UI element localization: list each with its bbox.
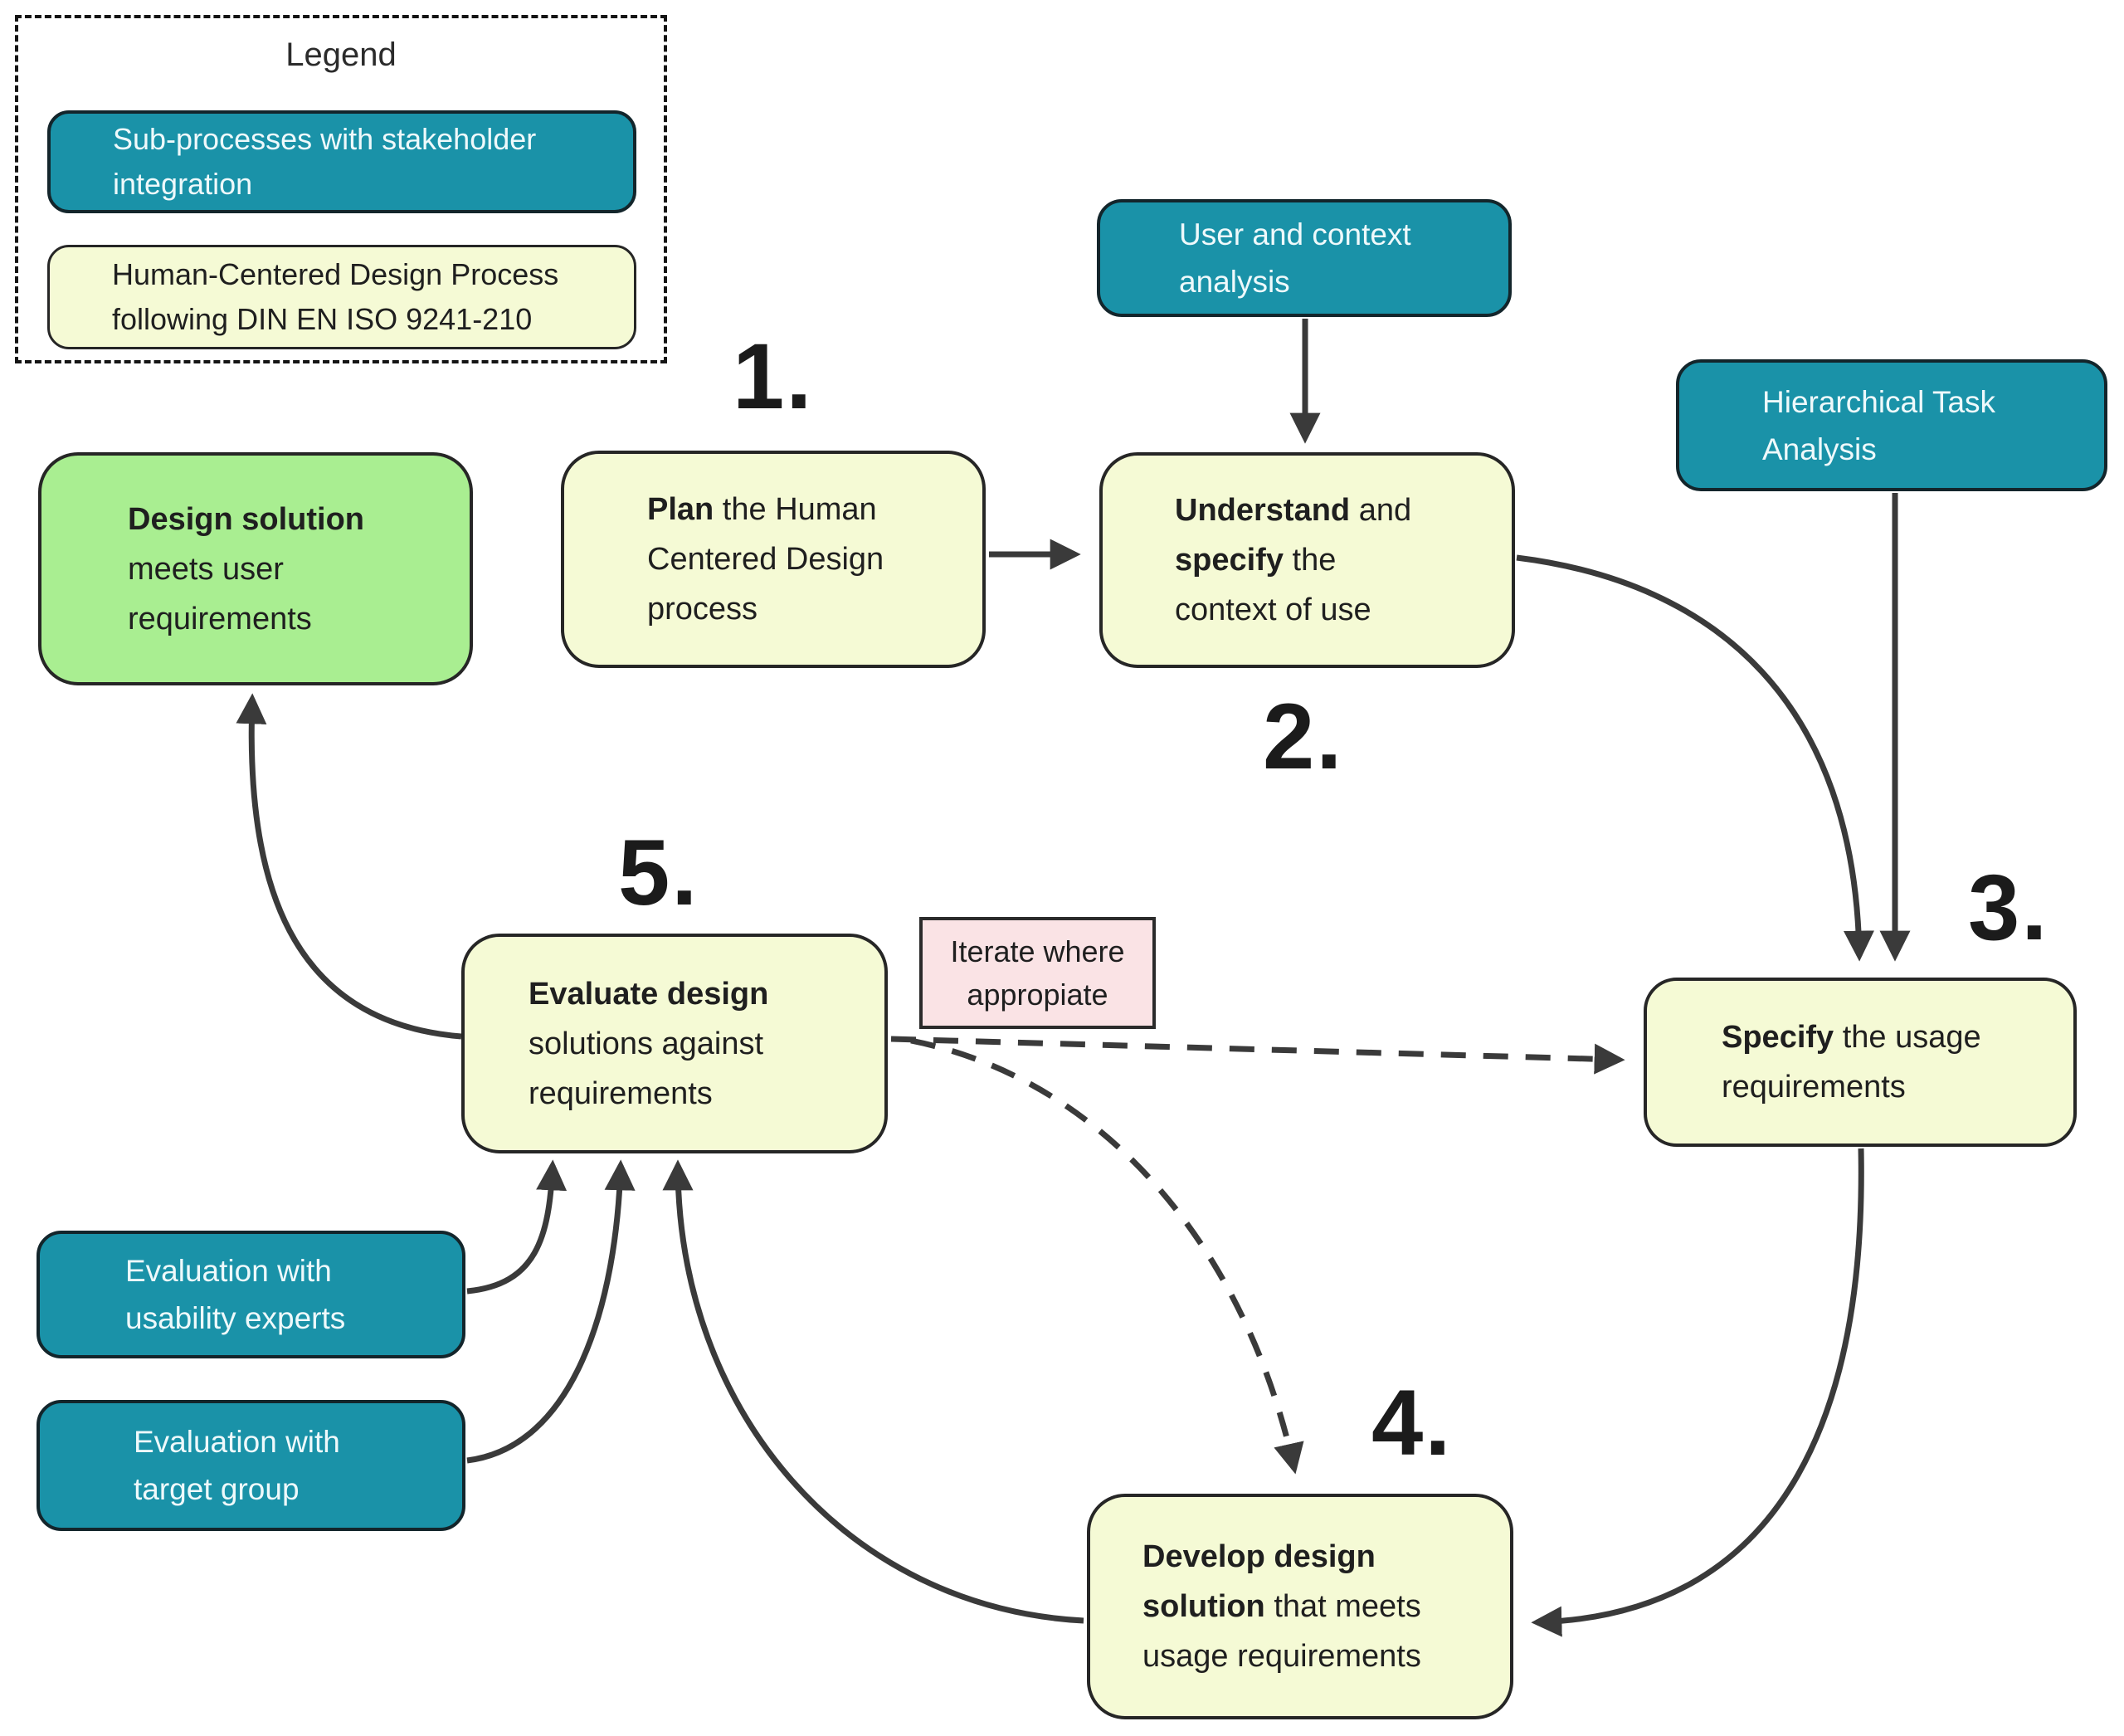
step-number-1: 1. — [733, 324, 814, 428]
step-number-4: 4. — [1371, 1371, 1453, 1475]
arrow-evaluate-to-develop-dashed — [910, 1037, 1304, 1475]
step-number-3: 3. — [1968, 856, 2049, 959]
arrow-experts-to-evaluate — [466, 1159, 568, 1295]
arrow-evaluate-to-designsolution — [236, 693, 462, 1040]
legend-title: Legend — [285, 37, 397, 73]
legend-frame — [15, 15, 667, 363]
step-number-5: 5. — [618, 821, 699, 924]
arrow-specify-to-develop — [1531, 1148, 1864, 1637]
arrow-understand-to-specify — [1516, 554, 1874, 962]
arrow-develop-to-evaluate — [662, 1159, 1084, 1624]
arrow-evaluate-to-specify-dashed — [890, 1036, 1625, 1075]
arrow-target-to-evaluate — [466, 1159, 636, 1464]
step-number-2: 2. — [1263, 685, 1344, 788]
